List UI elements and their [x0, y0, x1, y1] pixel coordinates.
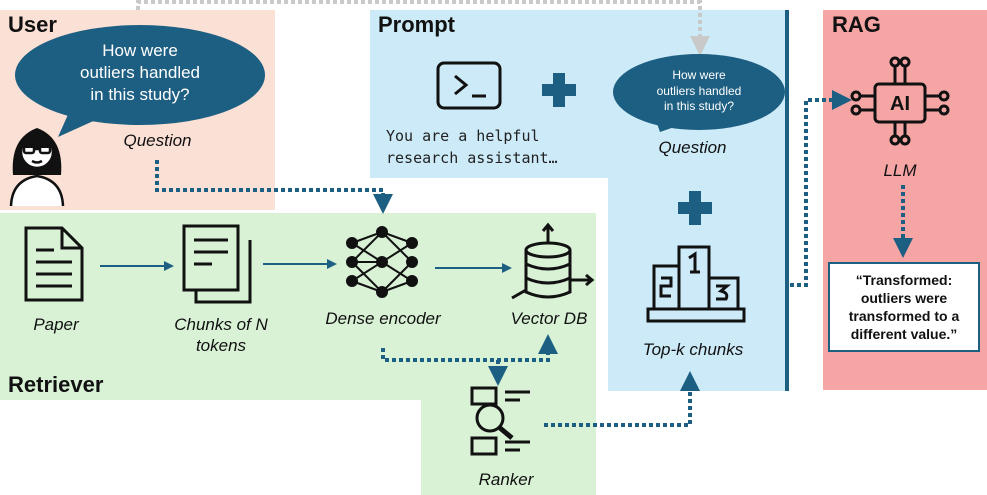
retriever-title: Retriever — [8, 372, 104, 397]
system-prompt-text: You are a helpful research assistant… — [386, 127, 558, 167]
prompt-to-llm-arrow — [790, 90, 852, 287]
paper-caption: Paper — [33, 315, 79, 334]
user-question-caption: Question — [123, 131, 192, 150]
ranker-to-topk-arrow — [544, 371, 700, 427]
chunks-caption: Chunks of N tokens — [174, 315, 268, 356]
question-to-encoder-arrow — [155, 160, 393, 214]
terminal-icon — [436, 61, 502, 110]
ai-chip-icon — [850, 56, 950, 146]
documents-icon — [182, 224, 252, 304]
retriever-panel-lower — [421, 400, 596, 495]
user-bubble-text: How were outliers handled in this study? — [79, 41, 201, 105]
prompt-bubble-text: How were outliers handled in this study? — [656, 68, 742, 114]
database-icon — [511, 222, 595, 300]
prompt-speech-bubble — [613, 54, 785, 132]
ranker-caption: Ranker — [478, 470, 534, 489]
user-speech-bubble — [15, 25, 265, 137]
document-icon — [24, 226, 84, 302]
question-copy-arrow — [136, 0, 710, 56]
prompt-question-caption: Question — [658, 138, 727, 157]
answer-box: “Transformed: outliers were transformed … — [828, 262, 980, 352]
ranker-search-icon — [470, 386, 530, 456]
dense-encoder-caption: Dense encoder — [325, 309, 441, 328]
user-title: User — [8, 12, 57, 37]
plus-icon — [542, 73, 576, 107]
llm-caption: LLM — [883, 161, 917, 180]
encoder-to-vectordb-dotted-arrow — [381, 334, 558, 362]
podium-icon — [646, 245, 746, 323]
neural-network-icon — [346, 226, 418, 298]
person-icon — [9, 128, 65, 207]
rag-title: RAG — [832, 12, 881, 37]
topk-chunks-caption: Top-k chunks — [642, 340, 744, 359]
vectordb-caption: Vector DB — [510, 309, 588, 328]
ai-chip-label: AI — [890, 93, 910, 115]
prompt-title: Prompt — [378, 12, 455, 37]
plus-icon — [678, 191, 712, 225]
